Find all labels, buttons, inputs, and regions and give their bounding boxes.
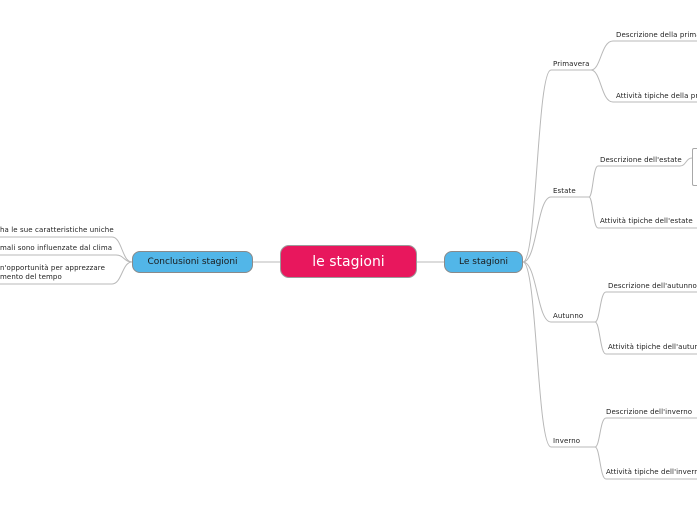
connector-estate-desc-box [679, 157, 693, 167]
connector-topic-primavera [522, 69, 552, 263]
connector-topic-autunno [522, 261, 552, 323]
autunno-activities[interactable]: Attività tipiche dell'autunno [608, 343, 697, 351]
central-node-label: le stagioni [312, 253, 385, 270]
connector-left-1 [111, 236, 133, 263]
season-inverno[interactable]: Inverno [553, 437, 581, 445]
left-item-2[interactable]: mali sono influenzate dal clima [0, 244, 113, 252]
main-topic-le-stagioni[interactable]: Le stagioni [444, 251, 523, 273]
central-node[interactable]: le stagioni [280, 245, 417, 278]
connector-left-3 [111, 261, 133, 285]
primavera-description[interactable]: Descrizione della primav [616, 31, 697, 39]
connector-autunno-act [594, 321, 607, 355]
connector-inverno-act [594, 446, 607, 480]
estate-description-detail-box[interactable] [692, 148, 697, 186]
season-estate[interactable]: Estate [553, 187, 576, 195]
connector-primavera-desc [590, 40, 614, 71]
season-autunno[interactable]: Autunno [553, 312, 584, 320]
autunno-description[interactable]: Descrizione dell'autunno [608, 282, 697, 290]
main-topic-conclusioni-label: Conclusioni stagioni [147, 257, 238, 267]
season-primavera[interactable]: Primavera [553, 60, 590, 68]
left-item-3[interactable]: n'opportunità per apprezzare [0, 264, 106, 272]
main-topic-conclusioni[interactable]: Conclusioni stagioni [132, 251, 253, 273]
connector-primavera-act [590, 69, 614, 103]
inverno-description[interactable]: Descrizione dell'inverno [606, 408, 693, 416]
connector-estate-act [588, 196, 599, 229]
connector-topic-inverno [522, 261, 552, 448]
estate-description[interactable]: Descrizione dell'estate [600, 156, 682, 164]
primavera-activities[interactable]: Attività tipiche della prim [616, 92, 697, 100]
estate-activities[interactable]: Attività tipiche dell'estate [600, 217, 693, 225]
inverno-activities[interactable]: Attività tipiche dell'inverno [606, 468, 697, 476]
connector-autunno-desc [594, 291, 607, 323]
connector-inverno-desc [594, 417, 607, 448]
left-item-1[interactable]: ha le sue caratteristiche uniche [0, 226, 114, 234]
connector-estate-desc [588, 165, 599, 198]
main-topic-le-stagioni-label: Le stagioni [459, 257, 508, 267]
connector-topic-estate [522, 196, 552, 263]
left-item-3-continued: mento del tempo [0, 273, 62, 281]
